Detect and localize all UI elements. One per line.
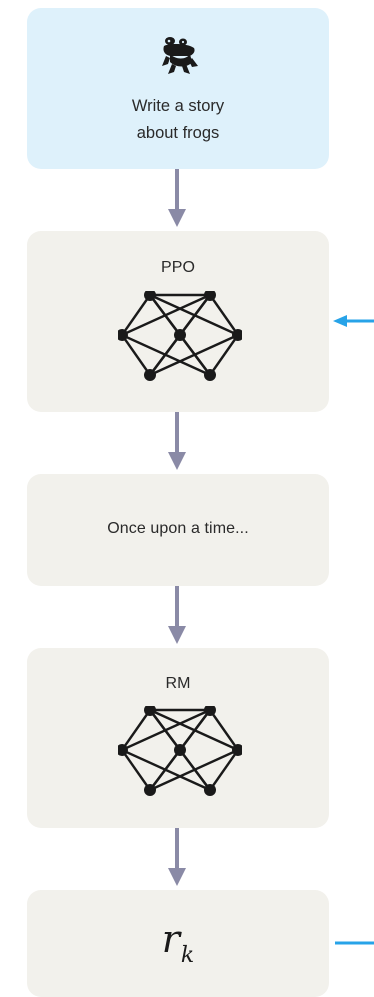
reward-model-box: RM bbox=[27, 648, 329, 828]
neural-network-icon bbox=[118, 706, 242, 796]
neural-network-icon bbox=[118, 291, 242, 381]
response-box: Once upon a time... bbox=[27, 474, 329, 586]
reward-subscript: k bbox=[180, 943, 195, 968]
prompt-text: Write a story about frogs bbox=[27, 93, 329, 147]
feedback-arrow-in bbox=[333, 315, 374, 327]
response-text: Once upon a time... bbox=[107, 520, 249, 537]
flow-arrow bbox=[168, 412, 186, 470]
flow-arrow bbox=[168, 169, 186, 227]
reward-symbol: rk bbox=[27, 914, 329, 981]
reward-box: rk bbox=[27, 890, 329, 997]
prompt-line-1: Write a story bbox=[131, 97, 225, 115]
prompt-line-2: about frogs bbox=[136, 124, 220, 142]
flow-arrow bbox=[168, 586, 186, 644]
prompt-box: Write a story about frogs bbox=[27, 8, 329, 169]
frog-icon bbox=[162, 37, 198, 74]
ppo-policy-box: PPO bbox=[27, 231, 329, 412]
ppo-label: PPO bbox=[160, 259, 196, 276]
reward-r: r bbox=[161, 917, 180, 961]
feedback-line-out bbox=[335, 941, 374, 945]
flow-arrow bbox=[168, 828, 186, 886]
rm-label: RM bbox=[165, 675, 191, 692]
